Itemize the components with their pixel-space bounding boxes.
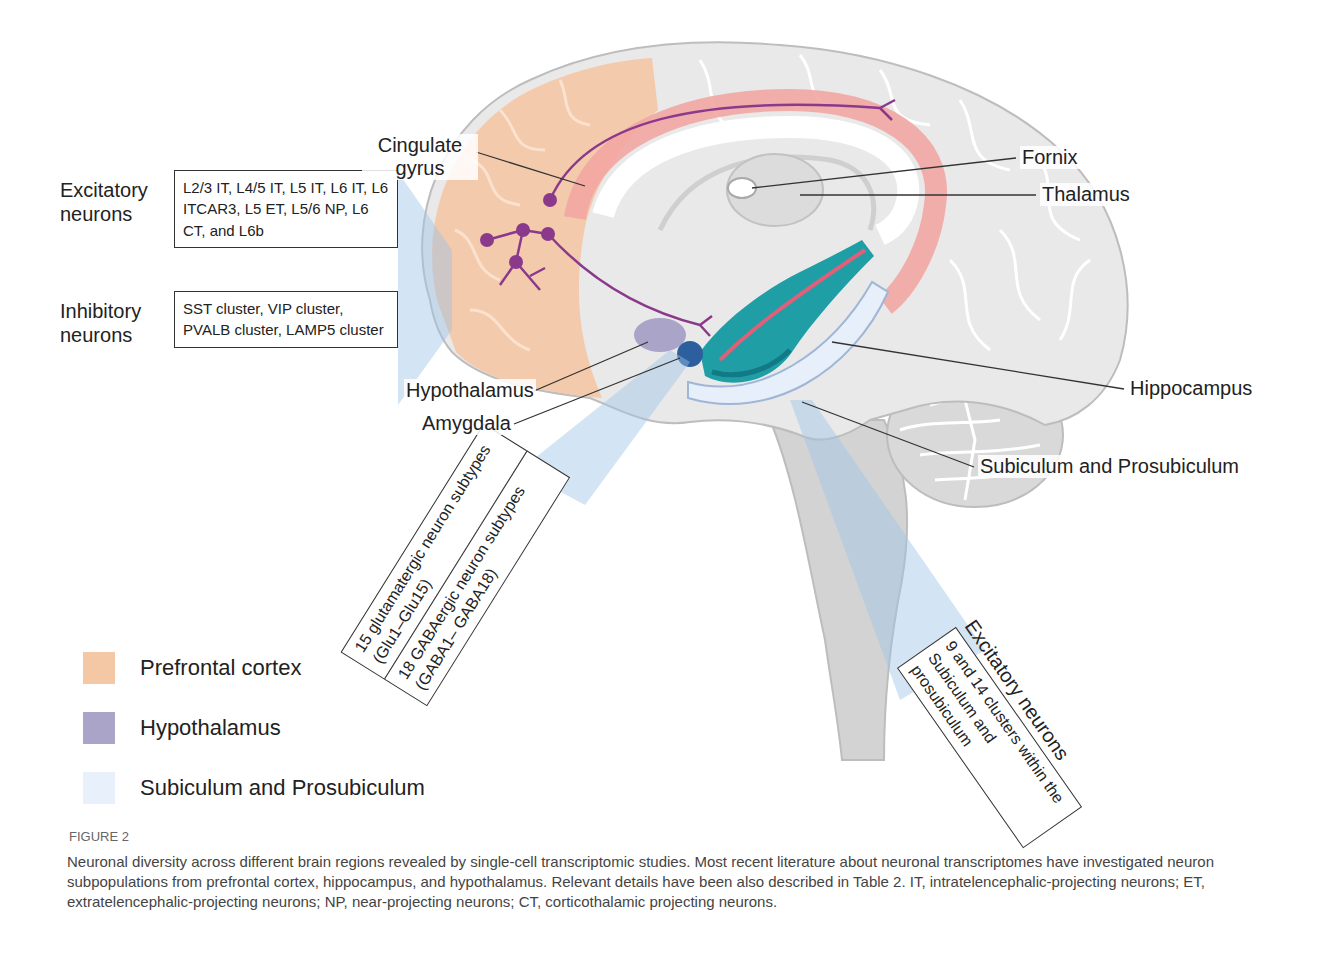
region-label: Thalamus xyxy=(1040,183,1132,206)
neuron-bodies xyxy=(480,193,557,269)
hippocampus-region xyxy=(700,240,874,383)
legend-text: Prefrontal cortex xyxy=(140,655,301,681)
leader-lines xyxy=(476,152,1124,467)
box-heading: Inhibitory neurons xyxy=(60,299,168,347)
figure-caption: Neuronal diversity across different brai… xyxy=(67,852,1297,912)
labelled-box: Inhibitory neuronsSST cluster, VIP clust… xyxy=(60,291,398,348)
labelled-box: Excitatory neurons9 and 14 clusters with… xyxy=(897,612,1104,849)
legend-row: Subiculum and Prosubiculum xyxy=(83,772,425,804)
corpus-callosum xyxy=(603,127,908,235)
region-label: Cingulate gyrus xyxy=(362,134,478,180)
legend-swatch xyxy=(83,652,115,684)
hippocampus-shade xyxy=(712,350,790,375)
region-label: Hypothalamus xyxy=(404,379,536,402)
legend-text: Subiculum and Prosubiculum xyxy=(140,775,425,801)
legend-swatch xyxy=(83,712,115,744)
neuron-projections xyxy=(487,100,895,336)
prefrontal-region xyxy=(432,58,658,398)
thalamus-shape xyxy=(727,154,823,226)
legend-row: Hypothalamus xyxy=(83,712,281,744)
region-label: Amygdala xyxy=(420,412,513,435)
region-label: Subiculum and Prosubiculum xyxy=(978,455,1241,478)
region-label: Hippocampus xyxy=(1128,377,1254,400)
legend-swatch xyxy=(83,772,115,804)
legend-row: Prefrontal cortex xyxy=(83,652,301,684)
rotated-group: 15 glutamatergic neuron subtypes (Glu1–G… xyxy=(341,423,570,706)
region-label: Fornix xyxy=(1020,146,1080,169)
box-heading: Excitatory neurons xyxy=(60,178,168,226)
box-body: SST cluster, VIP cluster, PVALB cluster,… xyxy=(174,291,398,348)
labelled-box: Excitatory neuronsL2/3 IT, L4/5 IT, L5 I… xyxy=(60,170,398,248)
legend-text: Hypothalamus xyxy=(140,715,281,741)
fornix-shape xyxy=(728,178,756,198)
box-body: L2/3 IT, L4/5 IT, L5 IT, L6 IT, L6 ITCAR… xyxy=(174,170,398,248)
projection-wedge xyxy=(398,172,452,405)
figure-number: FIGURE 2 xyxy=(67,830,131,845)
hypothalamus-region xyxy=(634,318,686,352)
